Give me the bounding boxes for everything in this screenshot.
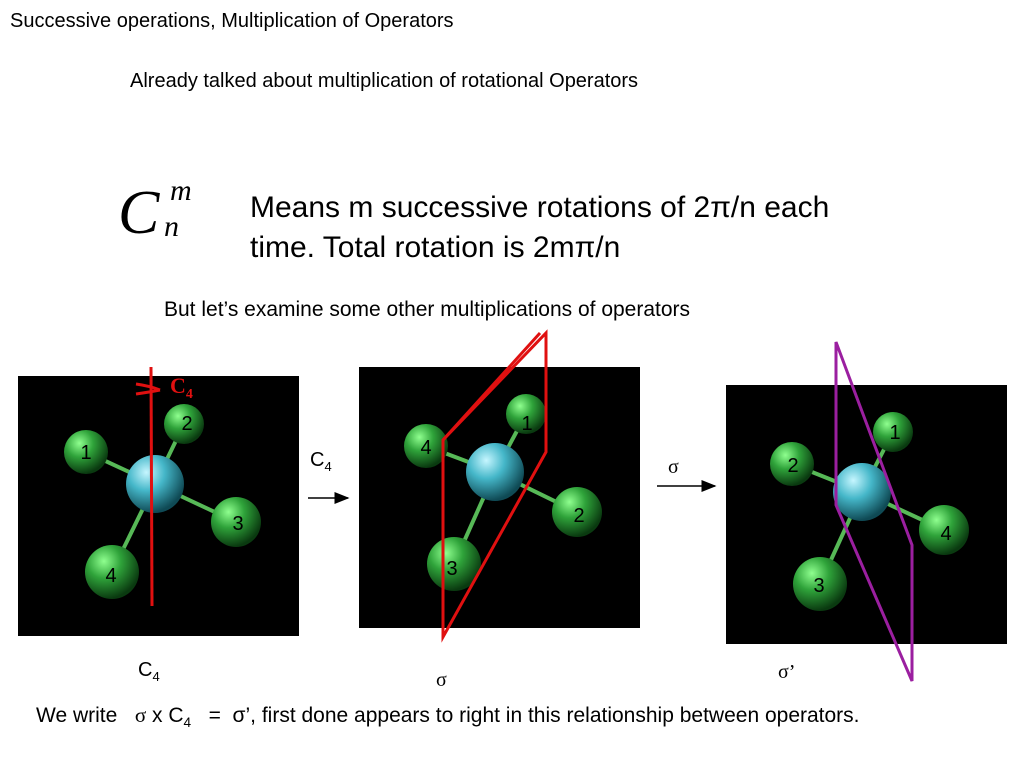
molecule-panel-1: 1 2 3 4 C4 xyxy=(18,366,299,636)
center-atom xyxy=(833,463,891,521)
atom-4 xyxy=(85,545,139,599)
formula-base: C xyxy=(118,179,160,247)
meaning-line-2: time. Total rotation is 2mπ/n xyxy=(250,231,621,264)
atom-label: 3 xyxy=(813,575,824,597)
atom-2 xyxy=(164,404,204,444)
molecule-panel-2: 4 1 2 3 xyxy=(359,329,640,643)
center-atom xyxy=(126,455,184,513)
c4-axis-label: C4 xyxy=(170,373,193,402)
atom-1 xyxy=(64,430,108,474)
atom-1 xyxy=(873,412,913,452)
center-atom xyxy=(466,443,524,501)
conclusion-text: We write σ x C4 = σ’, first done appears… xyxy=(36,700,996,738)
c4-rotation-axis xyxy=(149,366,154,607)
slide-title: Successive operations, Multiplication of… xyxy=(10,10,454,32)
atom-label: 3 xyxy=(446,558,457,580)
atom-label: 2 xyxy=(787,455,798,477)
subheading: But let’s examine some other multiplicat… xyxy=(164,298,691,321)
arrow-c4-label: C4 xyxy=(310,449,332,474)
conclusion-rest: σ’, first done appears to right in this … xyxy=(232,704,860,727)
atom-2 xyxy=(770,442,814,486)
atom-3 xyxy=(427,537,481,591)
arrow-sigma-label: σ xyxy=(668,456,679,478)
atom-label: 3 xyxy=(232,513,243,535)
atom-label: 1 xyxy=(80,442,91,464)
formula-superscript: m xyxy=(170,174,192,207)
caption-sigma-prime: σ’ xyxy=(778,661,795,683)
arrow-sigma: σ xyxy=(657,456,717,492)
conclusion-equals: = xyxy=(208,704,221,727)
conclusion-c-subscript: 4 xyxy=(183,715,192,731)
molecule-panel-3: 2 1 4 3 xyxy=(726,341,1007,682)
conclusion-sigma: σ xyxy=(134,703,147,727)
atom-label: 2 xyxy=(573,505,584,527)
meaning-line-1: Means m successive rotations of 2π/n eac… xyxy=(250,191,830,224)
atom-label: 1 xyxy=(889,422,900,444)
conclusion-x-c: x C xyxy=(151,704,184,727)
atom-3 xyxy=(793,557,847,611)
atom-label: 4 xyxy=(940,523,951,545)
atom-4 xyxy=(404,424,448,468)
atom-label: 4 xyxy=(105,565,116,587)
formula-c-n-m: C m n xyxy=(118,174,218,258)
formula-meaning: Means m successive rotations of 2π/n eac… xyxy=(250,188,829,268)
conclusion-we-write: We write xyxy=(36,704,118,727)
atom-label: 4 xyxy=(420,437,431,459)
formula-subscript: n xyxy=(164,210,179,243)
atom-label: 1 xyxy=(521,413,532,435)
atom-3 xyxy=(211,497,261,547)
atom-label: 2 xyxy=(181,413,192,435)
caption-sigma: σ xyxy=(436,669,447,691)
caption-c4: C4 xyxy=(138,659,160,684)
intro-text: Already talked about multiplication of r… xyxy=(130,70,639,92)
atom-2 xyxy=(552,487,602,537)
arrow-c4: C4 xyxy=(308,449,350,504)
atom-4 xyxy=(919,505,969,555)
sigma-prime-mirror-plane xyxy=(834,341,914,682)
atom-1 xyxy=(506,394,546,434)
